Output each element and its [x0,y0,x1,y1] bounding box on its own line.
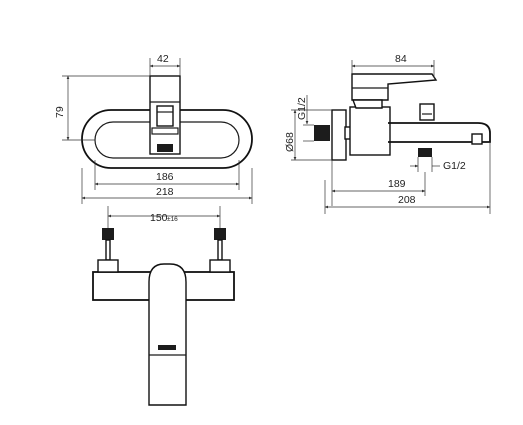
side-spout [388,122,491,143]
front-handle-knob [156,105,174,127]
bottom-inlet-right [214,228,226,240]
side-handle-lever [351,73,438,101]
dim-42-label: 42 [157,53,169,65]
side-outlet [418,148,432,157]
bottom-nut-right [209,259,231,273]
dim-218-label: 218 [156,186,174,198]
dim-189-label: 189 [388,178,406,190]
bottom-spout-body [148,263,187,406]
dim-79-label: 79 [54,106,66,118]
dim-150-tolerance: ±16 [167,216,178,223]
dim-d68-label: Ø68 [284,132,296,152]
dim-g12-bottom-label: G1/2 [443,160,466,172]
front-aerator [157,144,173,152]
dim-84-label: 84 [395,53,407,65]
front-view: 42 79 186 218 [54,53,253,204]
side-diverter-knob [419,103,435,121]
bottom-inlet-left [102,228,114,240]
dim-g12-top-label: G1/2 [296,97,308,120]
dim-186-label: 186 [156,171,174,183]
dim-208-label: 208 [398,194,416,206]
side-view: 84 G1/2 Ø68 G1/2 189 208 [284,53,491,214]
dim-150-label: 150 [150,212,168,224]
side-body [349,106,391,156]
side-wall-flange [331,109,347,161]
bottom-view: 150 ±16 [92,206,235,406]
side-thread-stub [314,125,330,141]
bottom-nut-left [97,259,119,273]
bottom-spout-tip [158,345,176,350]
